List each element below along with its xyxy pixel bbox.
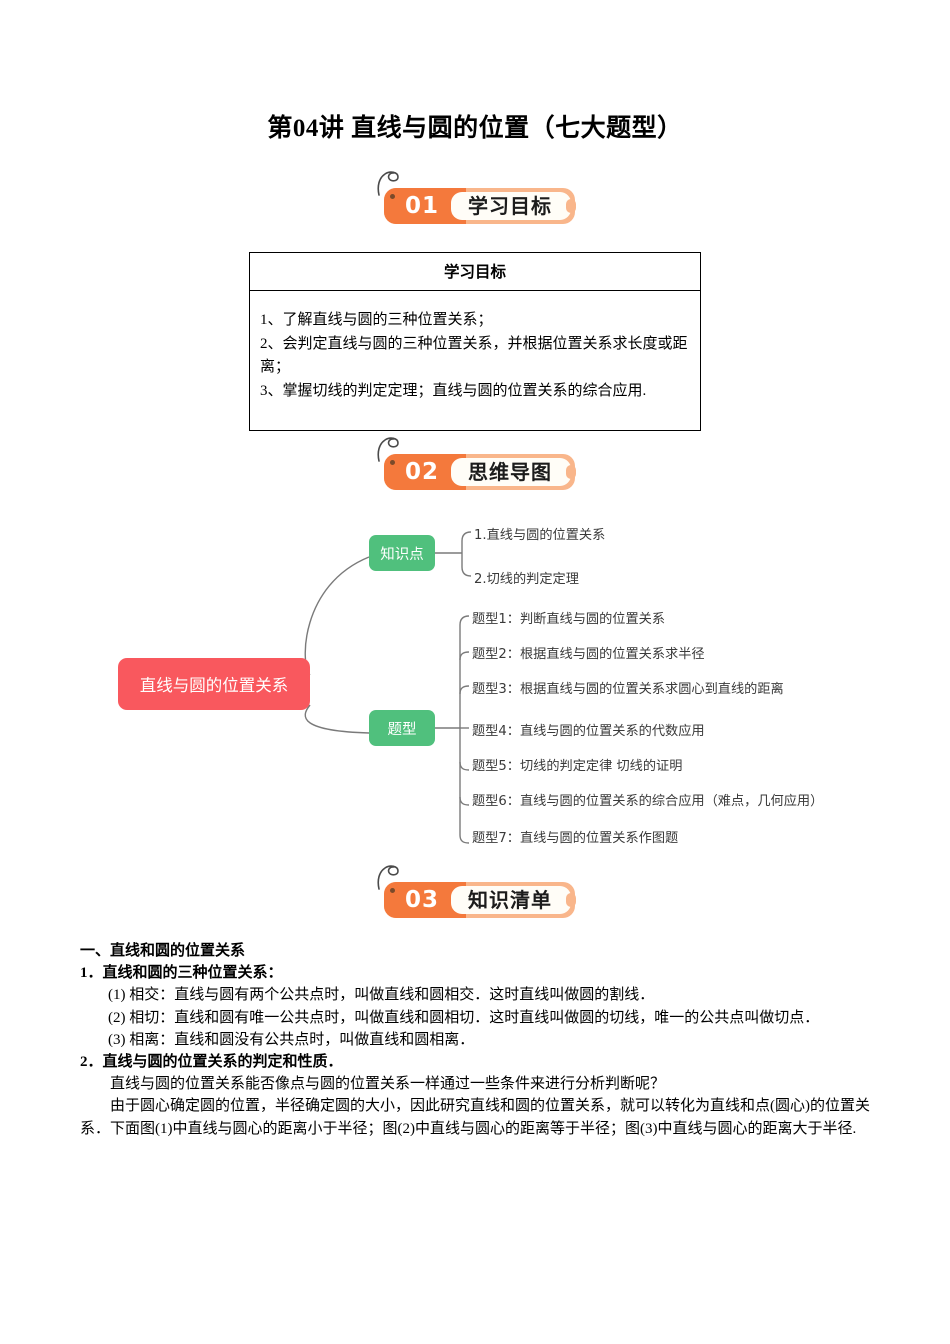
objectives-header: 学习目标 [250, 253, 700, 291]
mindmap: 直线与圆的位置关系 知识点 题型 1.直线与圆的位置关系 2.切线的判定定理 题… [0, 505, 950, 855]
mindmap-root-node[interactable]: 直线与圆的位置关系 [118, 658, 310, 710]
objective-item: 2、会判定直线与圆的三种位置关系，并根据位置关系求长度或距离； [260, 335, 688, 376]
knowledge-paragraph: 由于圆心确定圆的位置，半径确定圆的大小，因此研究直线和圆的位置关系，就可以转化为… [80, 1098, 870, 1137]
banner-label: 思维导图 [468, 460, 552, 484]
knowledge-item: (2) 相切：直线和圆有唯一公共点时，叫做直线和圆相切．这时直线叫做圆的切线，唯… [108, 1009, 820, 1026]
mindmap-leaf: 2.切线的判定定理 [474, 572, 579, 587]
mindmap-leaf: 题型4：直线与圆的位置关系的代数应用 [472, 724, 705, 739]
page-title: 第04讲 直线与圆的位置（七大题型） [267, 115, 683, 142]
mindmap-branch-problemtypes[interactable]: 题型 [369, 710, 435, 746]
knowledge-list: 一、直线和圆的位置关系 1．直线和圆的三种位置关系： (1) 相交：直线与圆有两… [80, 940, 870, 1140]
mindmap-leaf: 题型3：根据直线与圆的位置关系求圆心到直线的距离 [472, 682, 784, 697]
knowledge-subheading-1: 1．直线和圆的三种位置关系： [80, 965, 283, 982]
knowledge-paragraph: 直线与圆的位置关系能否像点与圆的位置关系一样通过一些条件来进行分析判断呢？ [110, 1076, 666, 1093]
banner-dot [390, 194, 395, 199]
section-banner-02: 02 思维导图 [375, 437, 576, 490]
knowledge-subheading-2: 2．直线与圆的位置关系的判定和性质． [80, 1053, 343, 1070]
knowledge-item: (1) 相交：直线与圆有两个公共点时，叫做直线和圆相交．这时直线叫做圆的割线． [108, 987, 655, 1004]
mindmap-leaf: 题型7：直线与圆的位置关系作图题 [472, 831, 679, 846]
section-banner-01: 01 学习目标 [375, 171, 576, 224]
curly-string-icon [377, 437, 399, 462]
banner-pill [451, 192, 576, 220]
objectives-table: 学习目标 1、了解直线与圆的三种位置关系； 2、会判定直线与圆的三种位置关系，并… [249, 252, 701, 431]
curly-string-icon [377, 171, 399, 196]
objective-item: 1、了解直线与圆的三种位置关系； [260, 312, 493, 328]
banner-dot [390, 888, 395, 893]
mindmap-leaf: 题型6：直线与圆的位置关系的综合应用（难点，几何应用） [472, 794, 824, 809]
banner-number: 02 [404, 459, 439, 485]
knowledge-heading-1: 一、直线和圆的位置关系 [80, 943, 246, 959]
knowledge-item: (3) 相离：直线和圆没有公共点时，叫做直线和圆相离． [108, 1031, 475, 1048]
mindmap-leaf: 题型1：判断直线与圆的位置关系 [472, 612, 666, 627]
objective-item: 3、掌握切线的判定定理；直线与圆的位置关系的综合应用. [260, 383, 647, 400]
section-banner-03: 03 知识清单 [375, 865, 576, 918]
mindmap-leaf: 题型5：切线的判定定律 切线的证明 [472, 759, 683, 774]
mindmap-branch-knowledge[interactable]: 知识点 [369, 535, 435, 571]
curly-string-icon [377, 865, 399, 890]
banner-label: 学习目标 [468, 194, 552, 218]
mindmap-leaf: 1.直线与圆的位置关系 [474, 528, 606, 543]
banner-number: 01 [404, 193, 439, 219]
mindmap-leaf: 题型2：根据直线与圆的位置关系求半径 [472, 647, 705, 662]
banner-pill [451, 886, 576, 914]
banner-dot [390, 460, 395, 465]
banner-pill [451, 458, 576, 486]
banner-number: 03 [404, 887, 439, 913]
banner-label: 知识清单 [468, 888, 552, 912]
objectives-body: 1、了解直线与圆的三种位置关系； 2、会判定直线与圆的三种位置关系，并根据位置关… [250, 291, 700, 430]
